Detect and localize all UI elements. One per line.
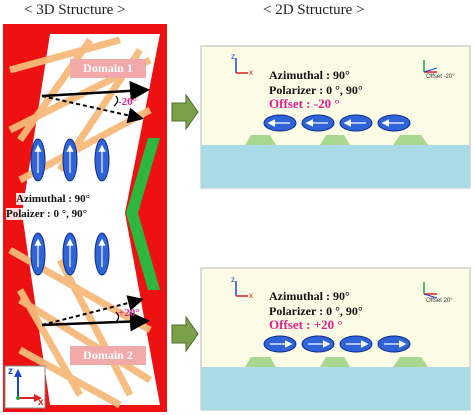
polarizer-label-3d: Polaizer : 0 °, 90° bbox=[6, 208, 87, 220]
domain-2-label: Domain 2 bbox=[70, 346, 146, 365]
axis-x-label-3d: x bbox=[38, 397, 44, 408]
mini-offset-bottom: Offset 20° bbox=[426, 298, 453, 304]
polarizer-arrow-bottom bbox=[41, 311, 150, 332]
flow-arrow-top bbox=[171, 93, 199, 131]
axis-x-top: x bbox=[249, 68, 253, 77]
electrode-top-1 bbox=[245, 135, 276, 145]
offset-arrow-top bbox=[41, 95, 144, 124]
azimuthal-label-3d: Azimuthal : 90° bbox=[16, 193, 91, 205]
substrate-top bbox=[201, 145, 470, 188]
axis-z-label-3d: z bbox=[8, 366, 13, 377]
heading-3d-structure: < 3D Structure > bbox=[24, 2, 126, 18]
polarizer-text-top: Polarizer : 0 °, 90° bbox=[269, 83, 363, 97]
axis-x-bottom: x bbox=[249, 291, 253, 300]
angle-arc-bottom bbox=[115, 311, 120, 323]
domain-1-label: Domain 1 bbox=[70, 59, 146, 78]
polarizer-arrow-top bbox=[41, 80, 150, 101]
polarizer-text-bottom: Polarizer : 0 °, 90° bbox=[269, 304, 363, 318]
substrate-bottom bbox=[201, 367, 470, 410]
angle-label-top: -20° bbox=[118, 96, 138, 108]
lc-molecules-bottom bbox=[263, 335, 411, 353]
azimuthal-text-top: Azimuthal : 90° bbox=[269, 68, 350, 82]
electrode-top-3 bbox=[393, 135, 428, 145]
flow-arrow-bottom bbox=[171, 315, 199, 353]
electrode-bottom-1 bbox=[245, 357, 276, 367]
green-stripe bbox=[126, 138, 160, 290]
heading-2d-structure: < 2D Structure > bbox=[263, 2, 365, 18]
axis-box-3d bbox=[4, 365, 46, 409]
electrode-bottom-2 bbox=[320, 357, 350, 367]
axis-z-bottom: z bbox=[231, 275, 235, 284]
axis-z-top: z bbox=[231, 52, 235, 61]
offset-arrow-bottom bbox=[41, 295, 144, 326]
angle-arc-top bbox=[113, 95, 119, 107]
panel-2d-bottom bbox=[200, 267, 471, 411]
panel-2d-top bbox=[200, 45, 471, 189]
angle-label-bottom: +20° bbox=[118, 307, 140, 319]
azimuthal-text-bottom: Azimuthal : 90° bbox=[269, 289, 350, 303]
electrode-bottom-3 bbox=[393, 357, 428, 367]
offset-text-bottom: Offset : +20 ° bbox=[269, 317, 343, 332]
mini-offset-top: Offset -20° bbox=[426, 74, 455, 80]
offset-text-top: Offset : -20 ° bbox=[269, 96, 340, 111]
electrode-top-2 bbox=[320, 135, 350, 145]
